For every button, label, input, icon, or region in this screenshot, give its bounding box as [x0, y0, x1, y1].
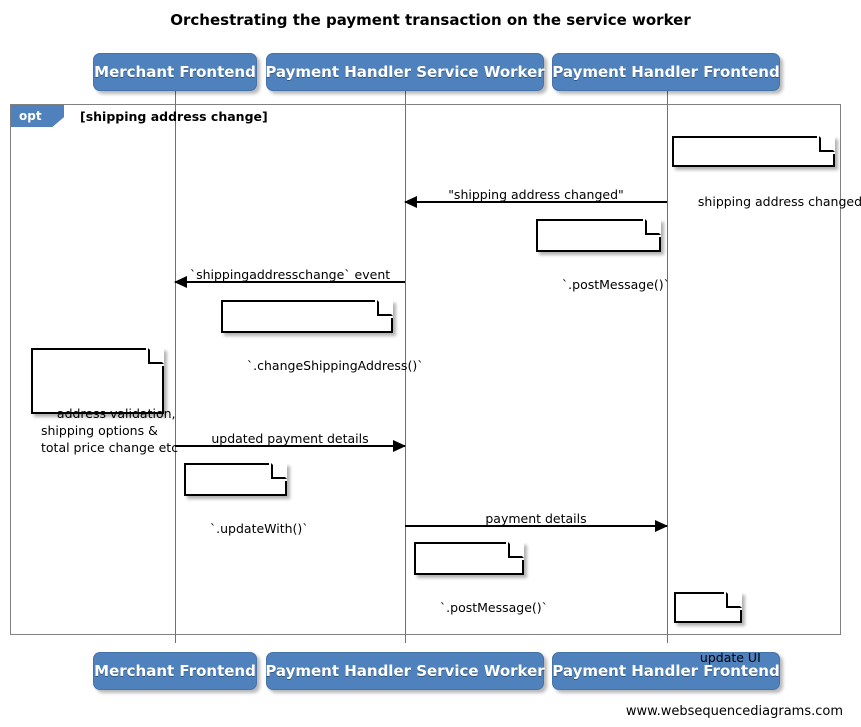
message-line-updated-payment-details: [175, 445, 405, 447]
lifeline-payment-handler-frontend: [667, 90, 668, 643]
note-post-message-1: `.postMessage()`: [536, 219, 670, 292]
participant-payment-handler-service-worker-top[interactable]: Payment Handler Service Worker: [265, 53, 545, 91]
note-update-with: `.updateWith()`: [184, 463, 309, 536]
participant-payment-handler-service-worker-bottom[interactable]: Payment Handler Service Worker: [265, 652, 545, 690]
message-line-shippingaddresschange-event: [175, 281, 405, 283]
message-line-payment-details: [405, 525, 667, 527]
message-label-shipping-address-changed: "shipping address changed": [448, 187, 624, 202]
message-arrowhead-updated-payment-details: [393, 440, 406, 452]
note-change-shipping-address: `.changeShippingAddress()`: [221, 300, 423, 373]
participant-payment-handler-frontend-top[interactable]: Payment Handler Frontend: [552, 53, 780, 91]
note-update-ui: update UI: [674, 592, 761, 665]
participant-label: Merchant Frontend: [94, 63, 256, 81]
message-label-shippingaddresschange-event: `shippingaddresschange` event: [189, 267, 391, 282]
fragment-opt: [10, 104, 841, 635]
participant-merchant-frontend-bottom[interactable]: Merchant Frontend: [93, 652, 257, 690]
message-arrowhead-shippingaddresschange-event: [174, 276, 187, 288]
participant-label: Payment Handler Frontend: [552, 63, 780, 81]
fragment-opt-tab: opt: [11, 105, 64, 127]
note-address-validation: address validation, shipping options & t…: [31, 348, 178, 455]
participant-merchant-frontend-top[interactable]: Merchant Frontend: [93, 53, 257, 91]
participant-label: Merchant Frontend: [94, 662, 256, 680]
fragment-opt-guard: [shipping address change]: [80, 109, 268, 124]
message-arrowhead-shipping-address-changed: [404, 196, 417, 208]
participant-label: Payment Handler Service Worker: [265, 662, 545, 680]
participant-label: Payment Handler Frontend: [552, 662, 780, 680]
lifeline-merchant-frontend: [175, 90, 176, 643]
page-title: Orchestrating the payment transaction on…: [170, 11, 691, 29]
note-post-message-2: `.postMessage()`: [414, 542, 548, 615]
footer-watermark: www.websequencediagrams.com: [625, 704, 843, 719]
participant-label: Payment Handler Service Worker: [265, 63, 545, 81]
message-line-shipping-address-changed: [405, 201, 667, 203]
message-label-payment-details: payment details: [485, 511, 587, 526]
message-arrowhead-payment-details: [655, 520, 668, 532]
note-shipping-address-changed: shipping address changed: [672, 136, 861, 209]
lifeline-payment-handler-service-worker: [405, 90, 406, 643]
participant-payment-handler-frontend-bottom[interactable]: Payment Handler Frontend: [552, 652, 780, 690]
message-label-updated-payment-details: updated payment details: [211, 431, 369, 446]
